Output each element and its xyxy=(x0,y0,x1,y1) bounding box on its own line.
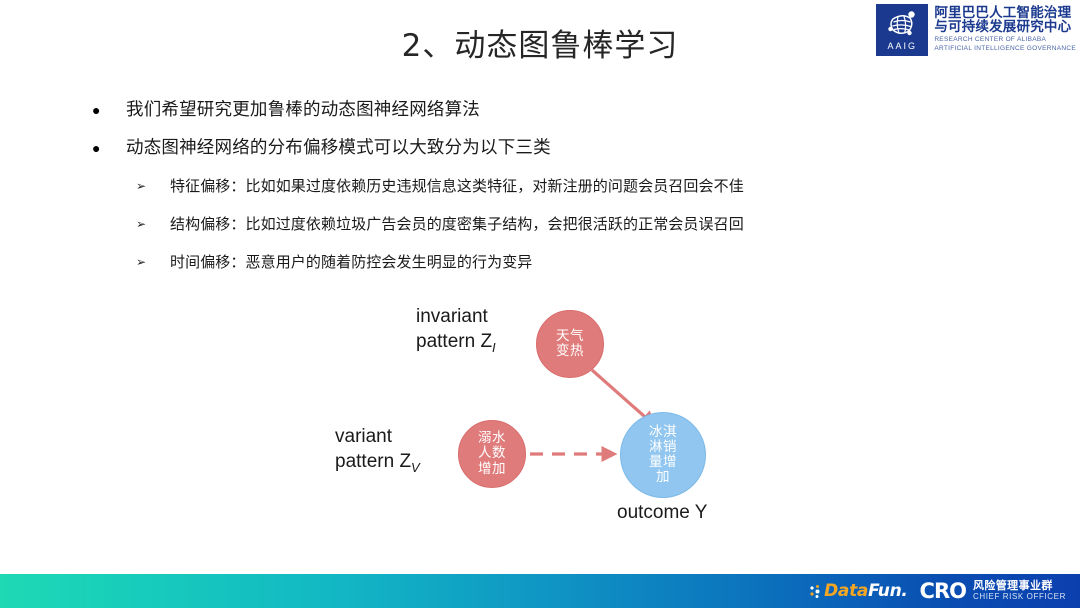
diagram-edges xyxy=(530,368,657,462)
label-variant-pattern: variant pattern ZV xyxy=(335,424,420,476)
sub-bullet-marker: ➢ xyxy=(136,179,147,193)
invariant-symbol: Z xyxy=(480,331,493,353)
invariant-subscript: I xyxy=(492,339,496,355)
datafun-wordmark-dark: Data xyxy=(824,581,869,601)
label-outcome: outcome Y xyxy=(617,502,708,523)
cro-name-cn: 风险管理事业群 xyxy=(972,579,1053,593)
sub-bullet-text: 结构偏移：比如过度依赖垃圾广告会员的度密集子结构，会把很活跃的正常会员误召回 xyxy=(170,215,744,233)
datafun-wordmark-light: Fun. xyxy=(868,581,908,601)
bullet-item: ● 动态图神经网络的分布偏移模式可以大致分为以下三类 xyxy=(92,133,992,163)
page-title: 2、动态图鲁棒学习 xyxy=(401,28,679,64)
aaig-logo-mark: AAIG xyxy=(876,4,929,56)
node-icecream: 冰淇淋销量增加 xyxy=(620,412,706,498)
cro-text-block: 风险管理事业群 CHIEF RISK OFFICER xyxy=(972,579,1066,602)
bullet-marker: ● xyxy=(92,140,101,156)
sub-bullet-item: ➢ 结构偏移：比如过度依赖垃圾广告会员的度密集子结构，会把很活跃的正常会员误召回 xyxy=(136,211,992,237)
aaig-logo-cn-line1: 阿里巴巴人工智能治理 xyxy=(934,5,1072,21)
cro-wordmark: CRO xyxy=(919,579,967,603)
sub-bullet-text: 时间偏移：恶意用户的随着防控会发生明显的行为变异 xyxy=(170,253,533,271)
sub-bullet-list: ➢ 特征偏移：比如如果过度依赖历史违规信息这类特征，对新注册的问题会员召回会不佳… xyxy=(136,173,992,275)
variant-line1: variant xyxy=(335,426,393,447)
bullet-list: ● 我们希望研究更加鲁棒的动态图神经网络算法 ● 动态图神经网络的分布偏移模式可… xyxy=(92,95,992,287)
datafun-dots-icon xyxy=(810,584,820,598)
node-icecream-label: 冰淇淋销量增加 xyxy=(649,423,677,486)
sub-bullet-text: 特征偏移：比如如果过度依赖历史违规信息这类特征，对新注册的问题会员召回会不佳 xyxy=(170,177,744,195)
aaig-logo-en-line1: RESEARCH CENTER OF ALIBABA xyxy=(934,35,1047,43)
bullet-marker: ● xyxy=(92,102,101,118)
invariant-line2: pattern xyxy=(416,331,476,353)
aaig-logo-en-line2: ARTIFICIAL INTELLIGENCE GOVERNANCE xyxy=(934,45,1076,53)
edge-weather-to-icecream xyxy=(590,368,657,427)
sub-bullet-item: ➢ 时间偏移：恶意用户的随着防控会发生明显的行为变异 xyxy=(136,249,992,275)
sub-bullet-item: ➢ 特征偏移：比如如果过度依赖历史违规信息这类特征，对新注册的问题会员召回会不佳 xyxy=(136,173,992,199)
node-drowning-label: 溺水人数增加 xyxy=(478,430,506,477)
aaig-logo-wordmark: AAIG xyxy=(887,40,918,51)
variant-symbol: Z xyxy=(399,451,412,473)
aaig-logo: AAIG 阿里巴巴人工智能治理 与可持续发展研究中心 RESEARCH CENT… xyxy=(876,4,1076,56)
bullet-text: 我们希望研究更加鲁棒的动态图神经网络算法 xyxy=(126,100,480,120)
node-drowning: 溺水人数增加 xyxy=(458,420,526,488)
sub-bullet-marker: ➢ xyxy=(136,255,147,269)
label-invariant-pattern: invariant pattern ZI xyxy=(416,304,496,356)
aaig-globe-icon xyxy=(888,10,916,35)
causal-diagram: 天气变热 溺水人数增加 冰淇淋销量增加 invariant pattern ZI… xyxy=(320,296,760,536)
variant-line2: pattern xyxy=(335,451,395,473)
aaig-logo-text: 阿里巴巴人工智能治理 与可持续发展研究中心 RESEARCH CENTER OF… xyxy=(934,4,1076,54)
bullet-item: ● 我们希望研究更加鲁棒的动态图神经网络算法 xyxy=(92,95,992,125)
aaig-logo-cn-line2: 与可持续发展研究中心 xyxy=(934,19,1072,36)
bullet-text: 动态图神经网络的分布偏移模式可以大致分为以下三类 xyxy=(126,138,551,158)
node-weather: 天气变热 xyxy=(536,310,604,378)
sub-bullet-marker: ➢ xyxy=(136,217,147,231)
variant-subscript: V xyxy=(411,459,420,475)
invariant-line1: invariant xyxy=(416,306,488,327)
node-weather-label: 天气变热 xyxy=(556,327,584,359)
cro-logo: CRO 风险管理事业群 CHIEF RISK OFFICER xyxy=(920,579,1066,603)
cro-name-en: CHIEF RISK OFFICER xyxy=(972,592,1066,602)
